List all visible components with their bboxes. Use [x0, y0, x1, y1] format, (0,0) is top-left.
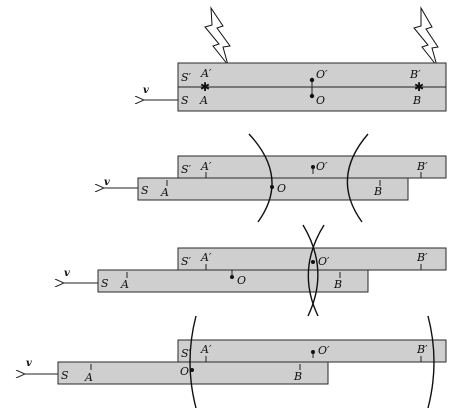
- point-a-label: A: [84, 371, 93, 384]
- lightning-icon: [413, 6, 439, 67]
- panel-3: S′ A′ O′ B′ S A O B v: [63, 224, 447, 317]
- point-o-label: O: [237, 274, 246, 287]
- wavefront-left: [248, 133, 273, 223]
- point-b-prime-label: B′: [416, 251, 428, 264]
- wavefront-right: [346, 133, 369, 223]
- point-b-label: B: [333, 278, 342, 291]
- point-b-prime-label: B′: [416, 160, 428, 173]
- observer-o-prime-dot: [311, 350, 315, 354]
- frame-s-label: S: [181, 94, 189, 107]
- lightning-icon: [204, 6, 231, 66]
- point-a-label: A: [160, 186, 169, 199]
- frame-s-prime-label: S′: [181, 163, 192, 176]
- observer-o-prime-dot: [311, 260, 315, 264]
- frame-s-bar: [57, 361, 329, 385]
- point-o-label: O: [180, 365, 189, 378]
- observer-o-prime-dot: [311, 165, 315, 169]
- frame-s-prime-label: S′: [181, 255, 192, 268]
- point-a-prime-label: A′: [200, 160, 212, 173]
- flash-star-icon: ✱: [414, 80, 424, 94]
- velocity-label: v: [104, 177, 110, 188]
- wavefront-right: [427, 315, 435, 409]
- panel-4: S′ A′ O′ B′ S A O B v: [24, 315, 447, 409]
- point-b-prime-label: B′: [409, 68, 421, 81]
- observer-o-dot: [190, 368, 194, 372]
- point-a-prime-label: A′: [200, 343, 212, 356]
- frame-s-prime-label: S′: [181, 71, 192, 84]
- frame-s-label: S: [141, 184, 149, 197]
- point-b-prime-label: B′: [416, 343, 428, 356]
- velocity-label: v: [26, 358, 32, 369]
- wavefront-left: [302, 224, 319, 317]
- flash-star-icon: ✱: [200, 80, 210, 94]
- velocity-label: v: [143, 85, 149, 96]
- point-a-label: A: [120, 278, 129, 291]
- point-a-label: A: [199, 94, 208, 107]
- velocity-label: v: [64, 268, 70, 279]
- point-b-label: B: [293, 370, 302, 383]
- wavefront-left: [189, 315, 197, 409]
- wavefront-right: [307, 224, 325, 317]
- point-o-prime-label: O′: [316, 68, 328, 81]
- point-o-prime-label: O′: [318, 344, 330, 357]
- frame-s-label: S: [61, 369, 69, 382]
- point-b-label: B: [412, 94, 421, 107]
- observer-o-dot: [309, 93, 315, 99]
- point-o-label: O: [316, 94, 325, 107]
- panel-1: S′ S A′ O′ B′ A O B ✱ ✱ v: [143, 6, 447, 112]
- point-a-prime-label: A′: [200, 67, 212, 80]
- frame-s-prime-label: S′: [181, 347, 192, 360]
- panel-2: S′ A′ O′ B′ S A O B v: [103, 133, 447, 223]
- point-b-label: B: [373, 185, 382, 198]
- point-o-label: O: [277, 182, 286, 195]
- frame-s-bar: [97, 269, 369, 293]
- point-o-prime-label: O′: [318, 255, 330, 268]
- observer-o-prime-dot: [309, 77, 315, 83]
- frame-s-label: S: [101, 277, 109, 290]
- frame-s-bar: [137, 177, 409, 201]
- point-o-prime-label: O′: [316, 160, 328, 173]
- point-a-prime-label: A′: [200, 251, 212, 264]
